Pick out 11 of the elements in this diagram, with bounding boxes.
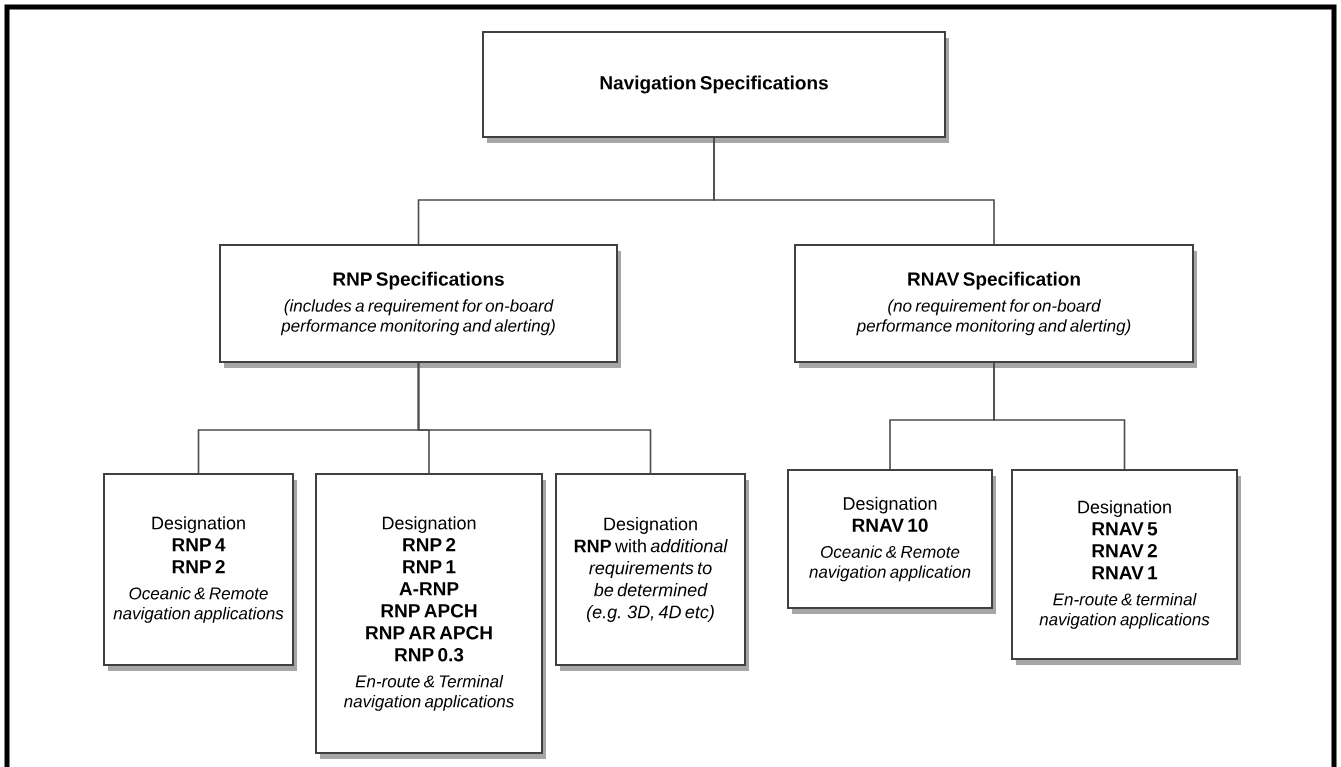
connector-line: [417, 362, 652, 474]
designation-box: Designation RNP with additional requirements to be determined (e.g. 3D, 4D etc): [555, 473, 749, 671]
connector-line: [993, 362, 1126, 470]
title-box: Navigation Specifications: [482, 31, 949, 143]
connector-line: [713, 137, 995, 245]
designation-box: Designation RNP 2 RNP 1 A-RNP RNP APCH RNP AR APCH RNP 0.3 En-route & Terminal navigation applications: [315, 473, 546, 759]
designation-box: Designation RNP 4 RNP 2 Oceanic & Remote navigation applications: [103, 473, 297, 671]
category-box: RNP Specifications (includes a requirement for on-board performance monitoring and alerting): [219, 244, 621, 368]
category-box: RNAV Specification (no requirement for on-board performance monitoring and alerting): [794, 244, 1197, 368]
designation-box: Designation RNAV 5 RNAV 2 RNAV 1 En-route & terminal navigation applications: [1011, 469, 1241, 665]
designation-box: Designation RNAV 10 Oceanic & Remote navigation application: [787, 469, 996, 614]
